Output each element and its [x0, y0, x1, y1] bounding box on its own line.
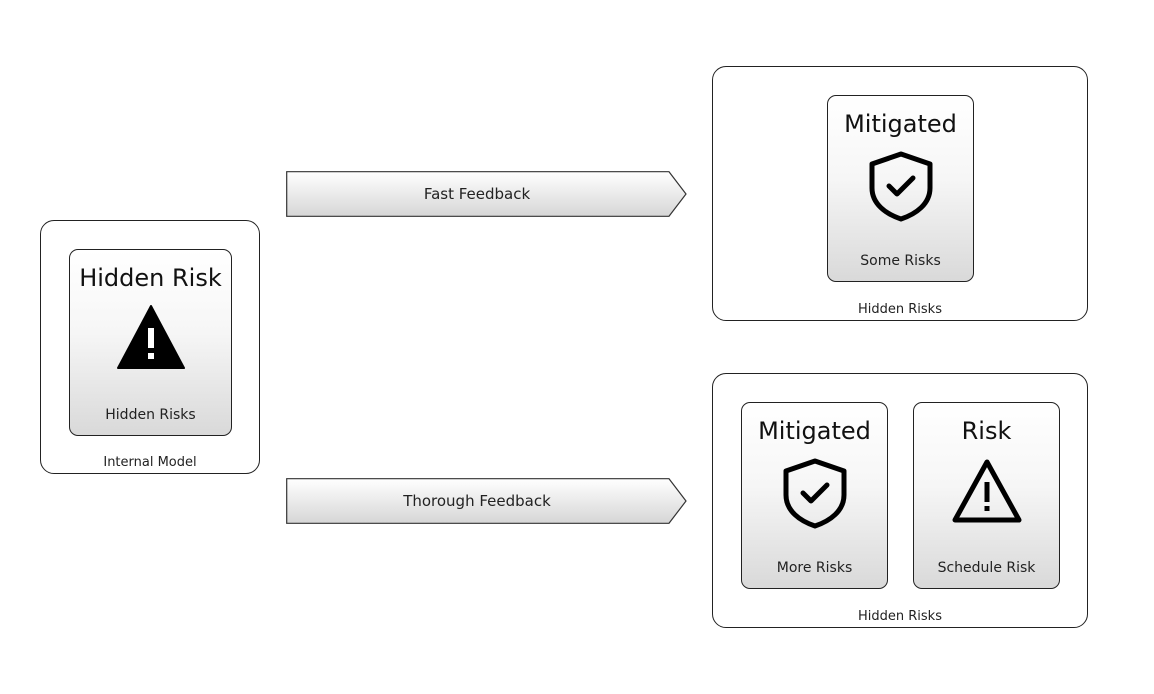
- card-title: Hidden Risk: [79, 264, 222, 292]
- hidden-risk-card: Hidden Risk Hidden Risks: [69, 249, 232, 436]
- fast-result-container: Mitigated Some Risks Hidden Risks: [712, 66, 1088, 321]
- card-title: Mitigated: [758, 417, 871, 445]
- shield-check-icon: [866, 150, 936, 226]
- container-label: Hidden Risks: [858, 302, 942, 317]
- thorough-feedback-arrow: Thorough Feedback: [286, 478, 688, 524]
- card-title: Mitigated: [844, 110, 957, 138]
- mitigated-card: Mitigated More Risks: [741, 402, 888, 589]
- thorough-result-container: Mitigated More Risks Risk Schedule Risk …: [712, 373, 1088, 628]
- card-subtitle: Schedule Risk: [937, 560, 1036, 576]
- fast-feedback-arrow: Fast Feedback: [286, 171, 688, 217]
- card-title: Risk: [961, 417, 1012, 445]
- warning-outline-icon: [951, 457, 1023, 529]
- card-subtitle: More Risks: [776, 560, 853, 576]
- internal-model-container: Hidden Risk Hidden Risks Internal Model: [40, 220, 260, 474]
- container-label: Hidden Risks: [858, 609, 942, 624]
- card-subtitle: Hidden Risks: [105, 407, 196, 423]
- arrow-label: Fast Feedback: [423, 185, 531, 203]
- card-subtitle: Some Risks: [860, 253, 941, 269]
- arrow-label: Thorough Feedback: [403, 492, 551, 510]
- container-label: Internal Model: [103, 455, 197, 470]
- warning-filled-icon: [116, 304, 186, 374]
- mitigated-card: Mitigated Some Risks: [827, 95, 974, 282]
- shield-check-icon: [780, 457, 850, 533]
- schedule-risk-card: Risk Schedule Risk: [913, 402, 1060, 589]
